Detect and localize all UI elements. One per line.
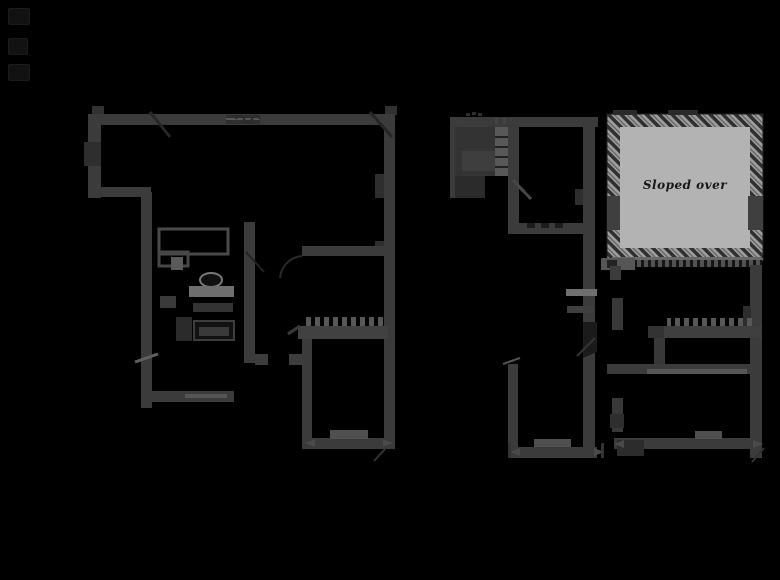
wall-step[interactable] bbox=[88, 187, 151, 197]
deck-wall[interactable] bbox=[298, 326, 388, 339]
stairs[interactable] bbox=[455, 127, 512, 198]
door-jamb-right bbox=[289, 354, 303, 365]
roof-edge-comb bbox=[601, 257, 762, 280]
wall-interior-v[interactable] bbox=[244, 222, 255, 363]
door-swing-arc bbox=[279, 255, 303, 279]
door-tick bbox=[134, 352, 159, 364]
kitchen-fixtures[interactable] bbox=[160, 296, 235, 341]
vanity-fixture[interactable] bbox=[157, 227, 230, 270]
door-swing bbox=[511, 178, 533, 201]
tool-icon-middle[interactable] bbox=[8, 38, 28, 55]
wall-interior-h[interactable] bbox=[302, 246, 395, 256]
wall-left-lower[interactable] bbox=[141, 192, 152, 408]
deck-railing-teeth bbox=[667, 318, 755, 326]
wall-room-bottom[interactable] bbox=[302, 438, 395, 449]
hatched-area-label: Sloped over bbox=[643, 178, 728, 192]
tool-icon-top[interactable] bbox=[8, 8, 30, 25]
wall-interior-v[interactable] bbox=[508, 117, 519, 234]
threshold bbox=[330, 430, 368, 439]
threshold bbox=[534, 439, 571, 447]
right-floor-plan[interactable]: Sloped over bbox=[450, 110, 765, 463]
deck-railing-teeth bbox=[302, 317, 386, 326]
landing-fixtures[interactable] bbox=[566, 289, 597, 358]
wall-right[interactable] bbox=[750, 265, 762, 458]
deck-wall[interactable] bbox=[663, 326, 762, 338]
dimension-line-right-plan-2 bbox=[614, 440, 765, 463]
window-left[interactable] bbox=[84, 142, 101, 166]
toilet-fixture[interactable] bbox=[189, 272, 234, 297]
wall-right[interactable] bbox=[384, 114, 395, 448]
hatched-roof-area[interactable]: Sloped over bbox=[606, 110, 764, 262]
door-jamb-left bbox=[255, 354, 268, 365]
wall-stub-upper[interactable] bbox=[612, 298, 623, 330]
wall-bottom-right[interactable] bbox=[614, 438, 762, 449]
wall-interior-h[interactable] bbox=[518, 223, 584, 234]
wall-top[interactable] bbox=[450, 117, 598, 127]
cut-tick-left bbox=[148, 111, 172, 138]
left-floor-plan[interactable] bbox=[84, 106, 397, 462]
dimension-squiggle bbox=[235, 114, 261, 124]
threshold bbox=[695, 431, 722, 439]
dimension-line-right-plan-1 bbox=[508, 443, 604, 458]
wall-left-lower[interactable] bbox=[508, 364, 518, 458]
tool-icon-bottom[interactable] bbox=[8, 64, 30, 81]
dimension-line-top bbox=[452, 112, 506, 127]
cut-tick-right bbox=[368, 111, 394, 138]
wall-room-left[interactable] bbox=[302, 330, 312, 449]
dimension-line-left-plan bbox=[305, 439, 393, 462]
